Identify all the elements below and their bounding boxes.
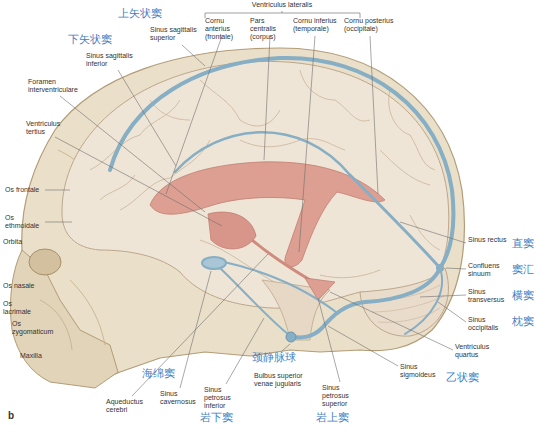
part-label: Sinus petrosus inferior (204, 386, 246, 410)
sinus-petrosus-inferior (220, 268, 288, 334)
part-label: Sinus sagittalis inferior (86, 52, 134, 68)
part-label: Aqueductus cerebri (106, 398, 150, 414)
chinese-label: 颈静脉球 (252, 352, 296, 365)
fourth-ventricle (305, 278, 335, 300)
chinese-label: 乙状窦 (446, 372, 479, 385)
bulbus-venae-jugularis (286, 332, 296, 342)
part-label: Confluens sinuum (468, 262, 512, 278)
chinese-label: 下矢状窦 (68, 34, 112, 47)
part-label: Foramen interventriculare (28, 78, 78, 94)
sinus-occipitalis (405, 268, 442, 334)
aqueduct (252, 240, 310, 280)
chinese-label: 上矢状窦 (118, 8, 162, 21)
part-label: Sinus occipitalis (468, 316, 508, 332)
part-label: Os nasale (3, 282, 35, 290)
part-label: Cornu anterius (frontale) (205, 17, 245, 41)
part-label: Ventriculus quartus (455, 343, 499, 359)
part-label: Os frontale (5, 186, 45, 194)
part-label: b (8, 410, 14, 421)
gyri (90, 70, 440, 285)
part-label: Os zygomaticum (12, 320, 54, 336)
part-label: Ventriculus tertius (26, 120, 66, 136)
chinese-label: 海绵窦 (142, 368, 175, 381)
sinus-sagittalis-inferior (175, 132, 350, 175)
part-label: Pars centralis (corpus) (250, 17, 288, 41)
chinese-label: 横窦 (512, 290, 534, 303)
part-label: Ventriculus lateralis (232, 1, 332, 9)
part-label: Orbita (3, 238, 22, 246)
part-label: Cornu posterius (occipitale) (344, 17, 396, 33)
chinese-label: 岩下窦 (200, 412, 233, 425)
part-label: Maxilla (20, 352, 42, 360)
confluens (436, 264, 444, 272)
part-label: Sinus sagittalis superior (150, 26, 202, 42)
chinese-label: 窦汇 (512, 264, 534, 277)
sinus-cavernosus (202, 257, 226, 269)
part-label: Sinus transversus (468, 288, 512, 304)
part-label: Sinus rectus (468, 236, 508, 244)
chinese-label: 岩上窦 (316, 412, 349, 425)
sinus-transversus (292, 268, 440, 337)
chinese-label: 直窦 (512, 238, 534, 251)
sinuses (110, 58, 454, 338)
part-label: Sinus sigmoideus (400, 363, 440, 379)
folia (370, 285, 444, 322)
part-label: Sinus petrosus superior (322, 384, 368, 408)
leader-lines (45, 36, 466, 396)
sinus-rectus (350, 175, 440, 268)
part-label: Sinus cavernosus (160, 390, 198, 406)
part-label: Os ethmoidale (5, 214, 45, 230)
sinus-sagittalis-superior (110, 58, 454, 268)
sinus-petrosus-superior (224, 262, 336, 312)
face (10, 250, 118, 388)
bracket (205, 11, 360, 18)
part-label: Os lacrimale (3, 300, 35, 316)
part-label: Cornu inferius (temporale) (293, 17, 337, 33)
chinese-label: 枕窦 (512, 316, 534, 329)
part-label: Bulbus superior venae jugularis (254, 372, 316, 388)
orbita (29, 249, 61, 275)
third-ventricle (208, 212, 256, 249)
